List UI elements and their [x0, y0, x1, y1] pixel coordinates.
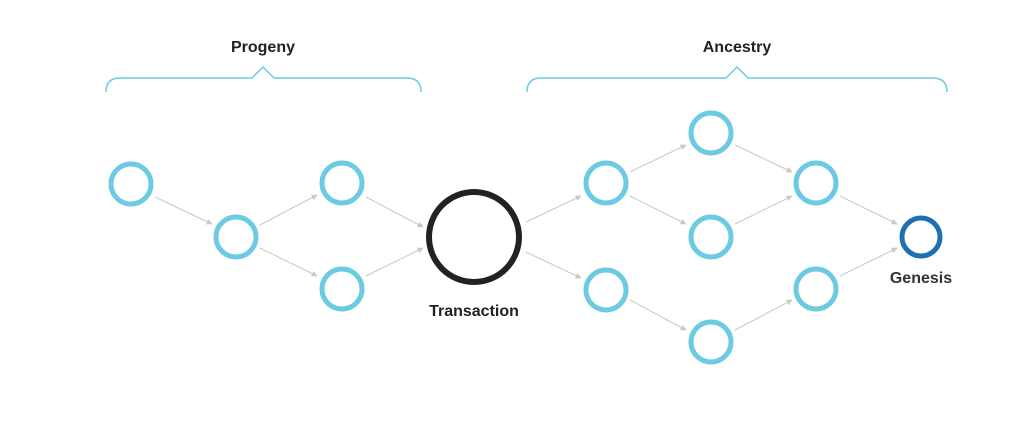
edge — [629, 299, 687, 331]
ancestry-node — [688, 214, 734, 260]
transaction-node — [426, 189, 522, 285]
edge — [154, 196, 213, 225]
ancestry-node — [793, 160, 839, 206]
ancestry-node — [688, 319, 734, 365]
edge — [525, 195, 582, 223]
progeny-node — [319, 266, 365, 312]
progeny-bracket — [105, 65, 422, 93]
edge — [734, 144, 793, 173]
edge — [365, 196, 424, 228]
transaction-label: Transaction — [429, 303, 519, 320]
edge — [629, 195, 687, 225]
ancestry-edges — [525, 144, 898, 331]
edge — [259, 194, 318, 226]
edge — [259, 247, 318, 277]
genesis-node — [899, 215, 943, 259]
progeny-nodes — [108, 160, 365, 312]
genesis-label: Genesis — [890, 270, 952, 287]
edge — [365, 247, 424, 277]
ancestry-nodes — [583, 110, 839, 365]
edge — [839, 247, 898, 277]
ancestry-node — [688, 110, 734, 156]
progeny-edges — [154, 194, 424, 277]
edge — [839, 195, 898, 225]
ancestry-title: Ancestry — [703, 39, 772, 56]
ancestry-bracket — [526, 65, 948, 93]
progeny-node — [108, 161, 154, 207]
edge — [525, 251, 582, 279]
ancestry-node — [793, 266, 839, 312]
edge — [734, 195, 793, 225]
progeny-node — [213, 214, 259, 260]
edge — [629, 144, 687, 173]
progeny-node — [319, 160, 365, 206]
ancestry-node — [583, 160, 629, 206]
progeny-title: Progeny — [231, 39, 295, 56]
ancestry-node — [583, 267, 629, 313]
edge — [734, 299, 793, 331]
